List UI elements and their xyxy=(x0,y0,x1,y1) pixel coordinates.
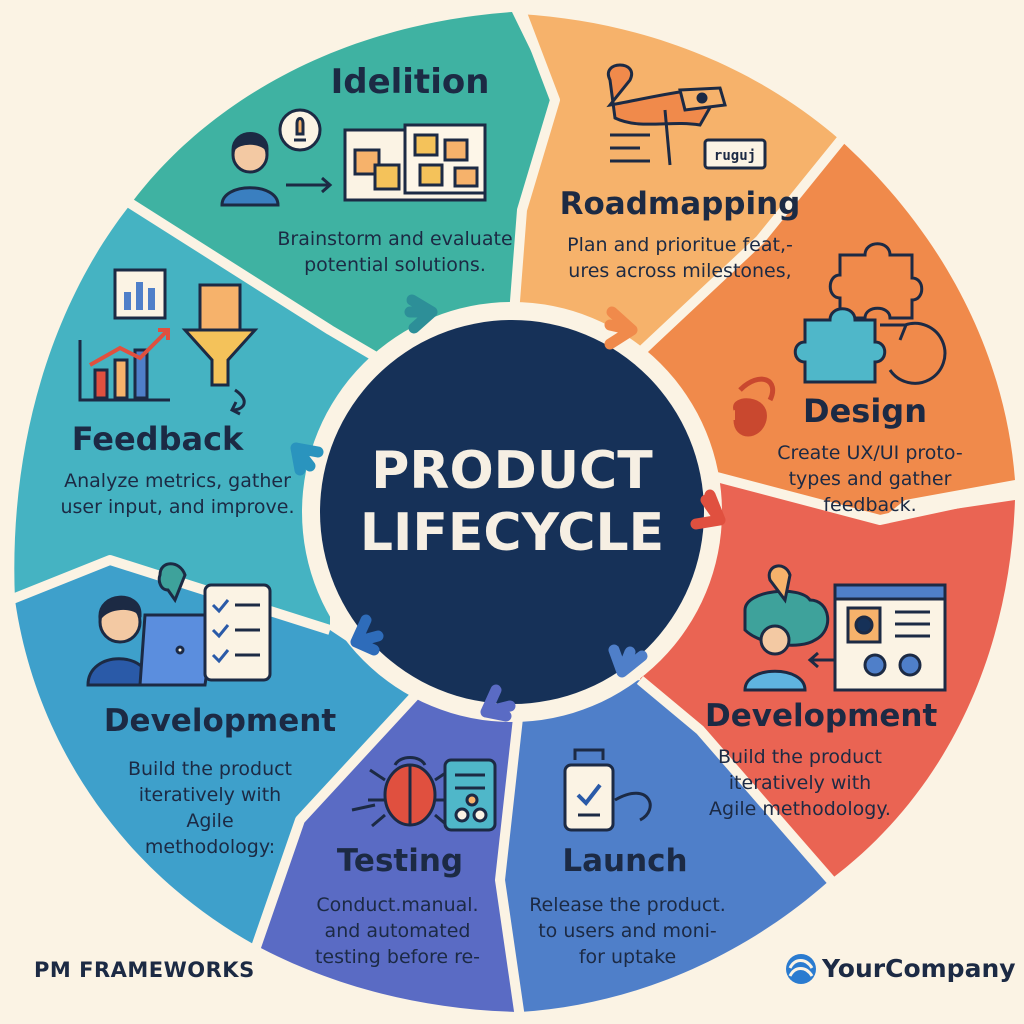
feedback-desc-line-2: user input, and improve. xyxy=(60,496,295,518)
design-desc-line-3: feedback. xyxy=(823,494,917,516)
development-right-desc-line-2: iteratively with xyxy=(728,772,872,794)
roadmap-flag-icon xyxy=(606,63,767,170)
footer-brand-left: PM FRAMEWORKS xyxy=(34,958,255,982)
brand-logo-icon xyxy=(786,954,816,984)
arrow-testing xyxy=(350,614,384,656)
development-right-description: Build the product iteratively with Agile… xyxy=(700,744,900,822)
design-description: Create UX/UI proto- types and gather fee… xyxy=(770,440,970,518)
ideation-desc-line-1: Brainstorm and evaluate xyxy=(277,228,513,250)
arrow-design xyxy=(690,489,726,530)
arrow-feedback xyxy=(290,442,324,476)
person-idea-icon xyxy=(220,108,333,207)
test-device-icon xyxy=(443,758,497,832)
roadmap-bubble-text: ruguj xyxy=(714,148,756,164)
development-right-desc-line-1: Build the product xyxy=(717,746,883,768)
funnel-icon xyxy=(181,283,259,416)
developer-screen-icon xyxy=(743,564,947,692)
design-title: Design xyxy=(803,392,927,430)
arrow-roadmapping xyxy=(604,306,638,350)
center-title-line-1: PRODUCT xyxy=(371,441,653,501)
checklist-clipboard-icon xyxy=(563,748,652,832)
cycle-arrows xyxy=(290,294,726,722)
roadmapping-desc-line-2: ures across milestones, xyxy=(568,260,792,282)
testing-description: Conduct.manual. and automated testing be… xyxy=(295,892,500,970)
feedback-description: Analyze metrics, gather user input, and … xyxy=(55,468,300,520)
feedback-title: Feedback xyxy=(71,420,244,458)
launch-desc-line-2: to users and moni- xyxy=(538,920,717,942)
roadmapping-description: Plan and prioritue feat,- ures across mi… xyxy=(555,232,805,284)
testing-desc-line-1: Conduct.manual. xyxy=(316,894,479,916)
footer-company-name: YourCompany xyxy=(822,954,1016,983)
sync-cycle-icon xyxy=(733,321,947,437)
growth-chart-icon xyxy=(78,328,170,402)
center-title-line-2: LIFECYCLE xyxy=(359,503,665,563)
development-right-desc-line-3: Agile methodology. xyxy=(709,798,891,820)
development-left-desc-line-4: methodology: xyxy=(144,836,276,858)
testing-title: Testing xyxy=(336,843,464,879)
development-right-title: Development xyxy=(705,698,938,734)
development-left-title: Development xyxy=(103,703,337,739)
developer-laptop-icon xyxy=(86,562,217,687)
ideation-title: Idelition xyxy=(330,62,490,102)
design-desc-line-1: Create UX/UI proto- xyxy=(777,442,963,464)
testing-desc-line-3: testing before re- xyxy=(314,946,481,968)
segment-development-left xyxy=(15,560,420,945)
segment-development-right xyxy=(640,470,1015,880)
launch-title: Launch xyxy=(562,843,688,879)
ideation-description: Brainstorm and evaluate potential soluti… xyxy=(250,226,540,278)
checklist-icon xyxy=(203,583,272,682)
launch-description: Release the product. to users and moni- … xyxy=(520,892,735,970)
development-left-desc-line-2: iteratively with xyxy=(138,784,282,806)
launch-desc-line-3: for uptake xyxy=(578,946,677,968)
segment-ideation xyxy=(130,12,555,380)
development-left-desc-line-3: Agile xyxy=(186,810,234,832)
development-left-desc-line-1: Build the product xyxy=(127,758,293,780)
center-title: PRODUCT LIFECYCLE xyxy=(320,440,704,564)
arrow-launch xyxy=(480,684,516,722)
segment-launch xyxy=(500,680,830,1012)
roadmapping-desc-line-1: Plan and prioritue feat,- xyxy=(567,234,793,256)
sticky-notes-board-icon xyxy=(343,123,487,202)
bug-icon xyxy=(351,756,452,828)
ideation-desc-line-2: potential solutions. xyxy=(304,254,486,276)
feedback-desc-line-1: Analyze metrics, gather xyxy=(64,470,291,492)
bar-chart-icon xyxy=(113,268,167,320)
arrow-development-right xyxy=(608,644,648,678)
puzzle-piece-icon xyxy=(793,242,924,384)
arrow-ideation xyxy=(404,294,438,334)
design-desc-line-2: types and gather xyxy=(788,468,952,490)
development-left-description: Build the product iteratively with Agile… xyxy=(105,756,315,860)
testing-desc-line-2: and automated xyxy=(324,920,471,942)
roadmapping-title: Roadmapping xyxy=(559,186,801,222)
center-circle xyxy=(320,320,704,704)
launch-desc-line-1: Release the product. xyxy=(529,894,726,916)
segment-roadmapping xyxy=(512,14,840,390)
